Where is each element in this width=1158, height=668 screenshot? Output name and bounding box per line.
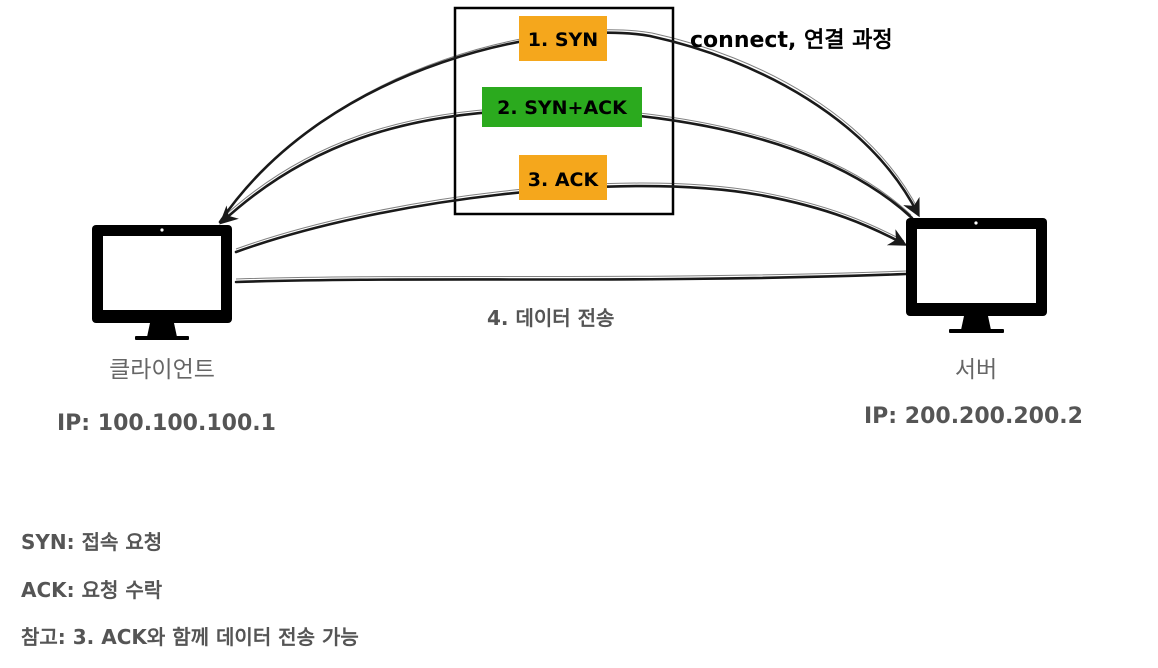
handshake-frame [453,6,675,216]
server-ip: IP: 200.200.200.2 [864,404,1083,429]
client-name: 클라이언트 [109,357,215,383]
step-syn-badge [519,16,607,61]
client-monitor-icon [92,225,232,340]
legend-note: 참고: 3. ACK와 함께 데이터 전송 가능 [21,625,359,649]
arrow-syn [218,29,920,224]
step-syn-ack: 2. SYN+ACK [482,87,642,127]
step-ack: 3. ACK [519,155,607,200]
step-ack-badge [519,155,607,200]
legend-syn: SYN: 접속 요청 [21,530,162,554]
step-syn: 1. SYN [519,16,607,61]
step-syn-label: 1. SYN [528,29,598,51]
server-monitor-icon [906,218,1047,333]
arrow-data-transfer [234,270,908,284]
step-syn-ack-badge [482,87,642,127]
handshake-title: connect, 연결 과정 [690,28,893,53]
step-syn-ack-label: 2. SYN+ACK [497,97,628,119]
data-transfer-label: 4. 데이터 전송 [487,306,614,330]
server-name: 서버 [955,357,997,383]
client-ip: IP: 100.100.100.1 [57,411,276,436]
step-ack-label: 3. ACK [528,169,600,191]
legend-ack: ACK: 요청 수락 [21,578,163,602]
arrow-ack [234,182,908,254]
